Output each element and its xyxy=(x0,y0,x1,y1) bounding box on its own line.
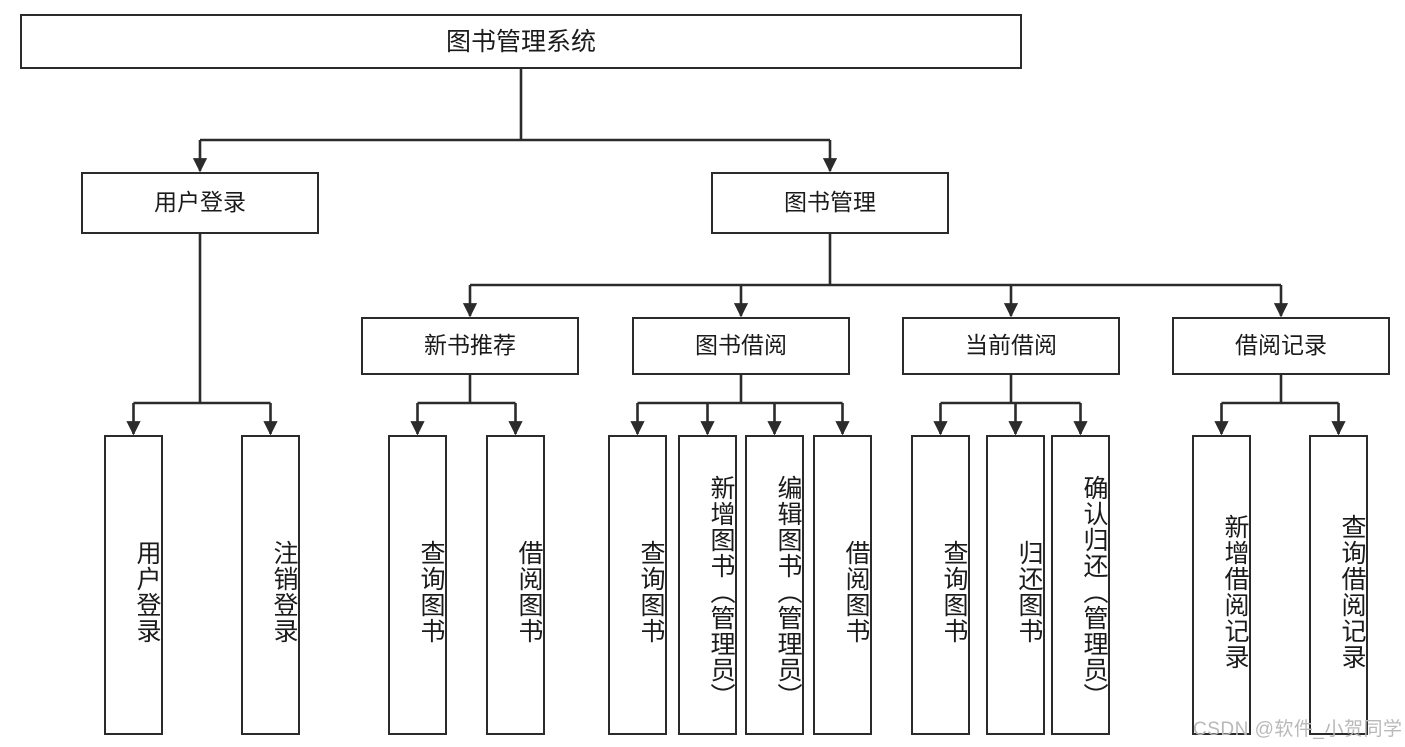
node-leaf-user-login-label: 用户登录 xyxy=(133,540,161,644)
node-leaf-logout[interactable]: 注销登录 xyxy=(241,435,300,735)
csdn-watermark: CSDN @软件_小贺同学 xyxy=(1193,719,1403,740)
node-leaf-confirm-return-admin-label: 确认归还（管理员） xyxy=(1080,475,1108,709)
node-leaf-edit-book-admin-label: 编辑图书（管理员） xyxy=(774,475,802,709)
node-leaf-add-book-admin[interactable]: 新增图书（管理员） xyxy=(678,435,737,735)
node-leaf-confirm-return-admin[interactable]: 确认归还（管理员） xyxy=(1051,435,1110,735)
node-book-manage[interactable]: 图书管理 xyxy=(711,172,949,234)
node-leaf-add-book-admin-label: 新增图书（管理员） xyxy=(707,475,735,709)
node-current-borrow-label: 当前借阅 xyxy=(965,332,1057,359)
node-root[interactable]: 图书管理系统 xyxy=(20,14,1022,69)
node-leaf-query-borrow-record-label: 查询借阅记录 xyxy=(1338,514,1366,670)
node-leaf-user-login[interactable]: 用户登录 xyxy=(104,435,163,735)
node-leaf-query-book-1-label: 查询图书 xyxy=(417,540,445,644)
node-book-borrow[interactable]: 图书借阅 xyxy=(632,317,850,375)
node-leaf-query-book-2[interactable]: 查询图书 xyxy=(608,435,667,735)
node-borrow-record-label: 借阅记录 xyxy=(1235,332,1327,359)
node-leaf-borrow-book-1-label: 借阅图书 xyxy=(515,540,543,644)
node-leaf-query-book-3-label: 查询图书 xyxy=(940,540,968,644)
node-user-login[interactable]: 用户登录 xyxy=(81,172,319,234)
node-leaf-return-book[interactable]: 归还图书 xyxy=(986,435,1045,735)
node-leaf-borrow-book-2[interactable]: 借阅图书 xyxy=(813,435,872,735)
node-new-book-recommend-label: 新书推荐 xyxy=(424,332,516,359)
node-leaf-query-book-1[interactable]: 查询图书 xyxy=(388,435,447,735)
node-root-label: 图书管理系统 xyxy=(445,27,596,56)
node-leaf-query-book-2-label: 查询图书 xyxy=(637,540,665,644)
node-leaf-return-book-label: 归还图书 xyxy=(1015,540,1043,644)
node-book-manage-label: 图书管理 xyxy=(784,189,876,216)
node-leaf-edit-book-admin[interactable]: 编辑图书（管理员） xyxy=(745,435,804,735)
node-user-login-label: 用户登录 xyxy=(154,189,246,216)
node-new-book-recommend[interactable]: 新书推荐 xyxy=(361,317,579,375)
node-leaf-add-borrow-record[interactable]: 新增借阅记录 xyxy=(1192,435,1251,735)
node-leaf-borrow-book-1[interactable]: 借阅图书 xyxy=(486,435,545,735)
node-current-borrow[interactable]: 当前借阅 xyxy=(902,317,1120,375)
node-leaf-borrow-book-2-label: 借阅图书 xyxy=(842,540,870,644)
node-leaf-add-borrow-record-label: 新增借阅记录 xyxy=(1221,514,1249,670)
node-leaf-query-book-3[interactable]: 查询图书 xyxy=(911,435,970,735)
node-leaf-logout-label: 注销登录 xyxy=(270,540,298,644)
node-book-borrow-label: 图书借阅 xyxy=(695,332,787,359)
node-borrow-record[interactable]: 借阅记录 xyxy=(1172,317,1390,375)
node-leaf-query-borrow-record[interactable]: 查询借阅记录 xyxy=(1309,435,1368,735)
